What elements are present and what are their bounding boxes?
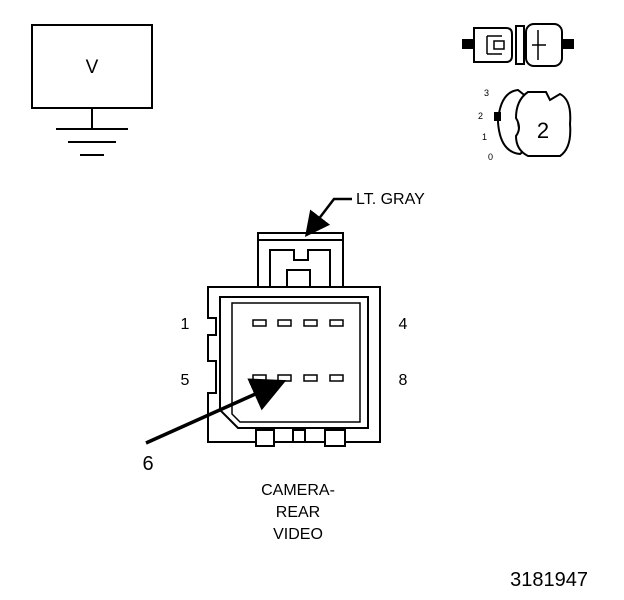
- pin-cavity: [303, 374, 318, 382]
- voltmeter-symbol: V: [31, 24, 153, 156]
- pin-label-4: 4: [399, 316, 408, 333]
- connector-mating-icon: [462, 23, 574, 67]
- position-icon: 3 2 1 0 2: [478, 88, 572, 162]
- pin-label-8: 8: [399, 372, 408, 389]
- position-label-0: 0: [488, 152, 493, 162]
- figure-id: 3181947: [510, 569, 588, 591]
- pin-6-callout: 6: [142, 378, 287, 475]
- connector-name-line-1: CAMERA-: [261, 482, 335, 499]
- pin-cavity: [252, 319, 267, 327]
- connector-name-line-2: REAR: [276, 504, 320, 521]
- connector-color-label: LT. GRAY: [356, 191, 425, 208]
- position-label-3: 3: [484, 88, 489, 98]
- position-number: 2: [537, 118, 549, 143]
- pin-cavity: [277, 319, 292, 327]
- position-label-1: 1: [482, 132, 487, 142]
- position-label-2: 2: [478, 111, 483, 121]
- connector-name: CAMERA- REAR VIDEO: [261, 482, 335, 543]
- callout-label: 6: [142, 453, 153, 475]
- pin-cavity: [252, 374, 267, 382]
- pin-cavity: [329, 374, 344, 382]
- pin-cavity: [329, 319, 344, 327]
- pin-label-1: 1: [181, 316, 190, 333]
- meter-label: V: [86, 57, 99, 78]
- pin-label-5: 5: [181, 372, 190, 389]
- pin-cavity: [277, 374, 292, 382]
- pin-cavity: [303, 319, 318, 327]
- connector-name-line-3: VIDEO: [273, 526, 323, 543]
- connector-face: [207, 232, 381, 447]
- ground-icon: [56, 108, 128, 156]
- color-callout: LT. GRAY: [304, 191, 425, 237]
